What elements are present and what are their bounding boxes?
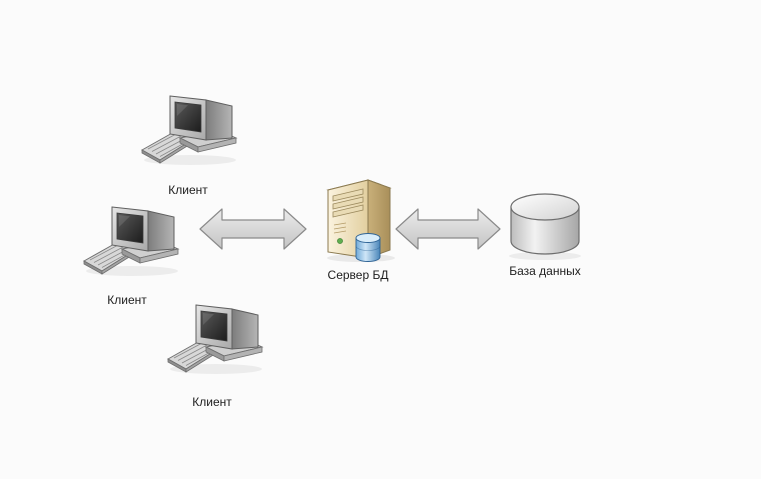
client-1-label: Клиент bbox=[168, 183, 208, 197]
client-workstation-2-icon bbox=[83, 206, 179, 277]
database-label: База данных bbox=[509, 264, 581, 278]
server-database-double-arrow-icon bbox=[395, 208, 501, 250]
client-2-label: Клиент bbox=[107, 293, 147, 307]
database-cylinder-icon bbox=[509, 193, 581, 260]
client-workstation-3-icon bbox=[167, 304, 263, 375]
client-3-label: Клиент bbox=[192, 395, 232, 409]
db-server-label: Сервер БД bbox=[327, 268, 389, 282]
client-workstation-1-icon bbox=[141, 95, 237, 166]
clients-server-double-arrow-icon bbox=[199, 208, 307, 250]
database-server-icon bbox=[326, 179, 395, 262]
server-database-badge-icon bbox=[355, 233, 381, 262]
